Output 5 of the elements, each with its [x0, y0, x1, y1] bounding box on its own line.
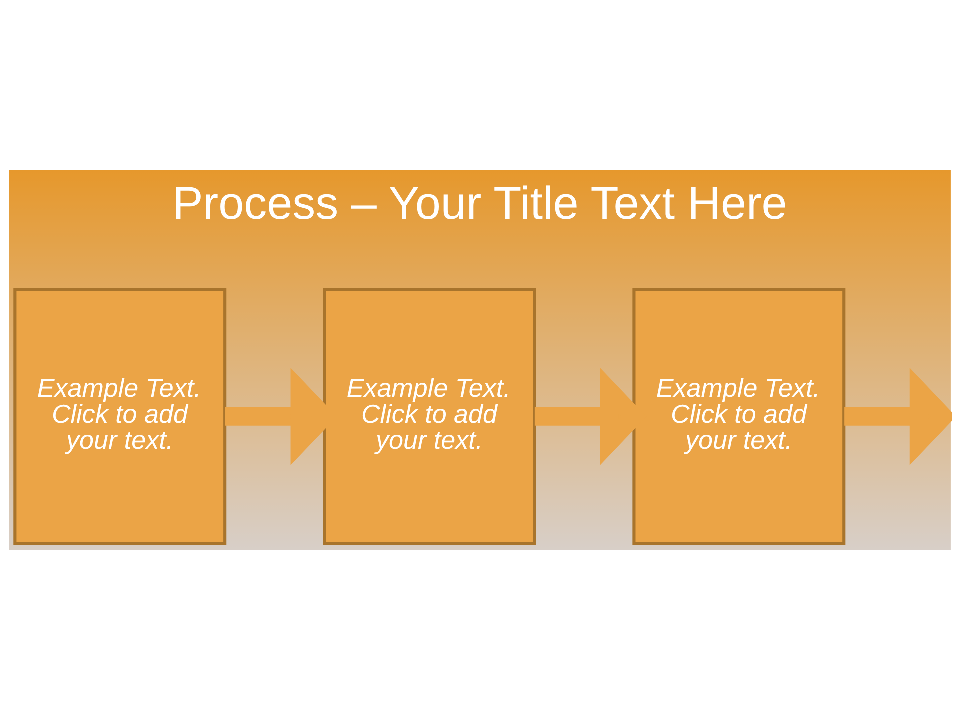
- diagram-title: Process – Your Title Text Here: [172, 177, 788, 230]
- node-box: Example Text. Click to add your text.: [323, 288, 536, 546]
- node-box: Example Text. Click to add your text.: [14, 288, 227, 546]
- node-box: Example Text. Click to add your text.: [632, 288, 846, 546]
- arrow: [844, 368, 952, 466]
